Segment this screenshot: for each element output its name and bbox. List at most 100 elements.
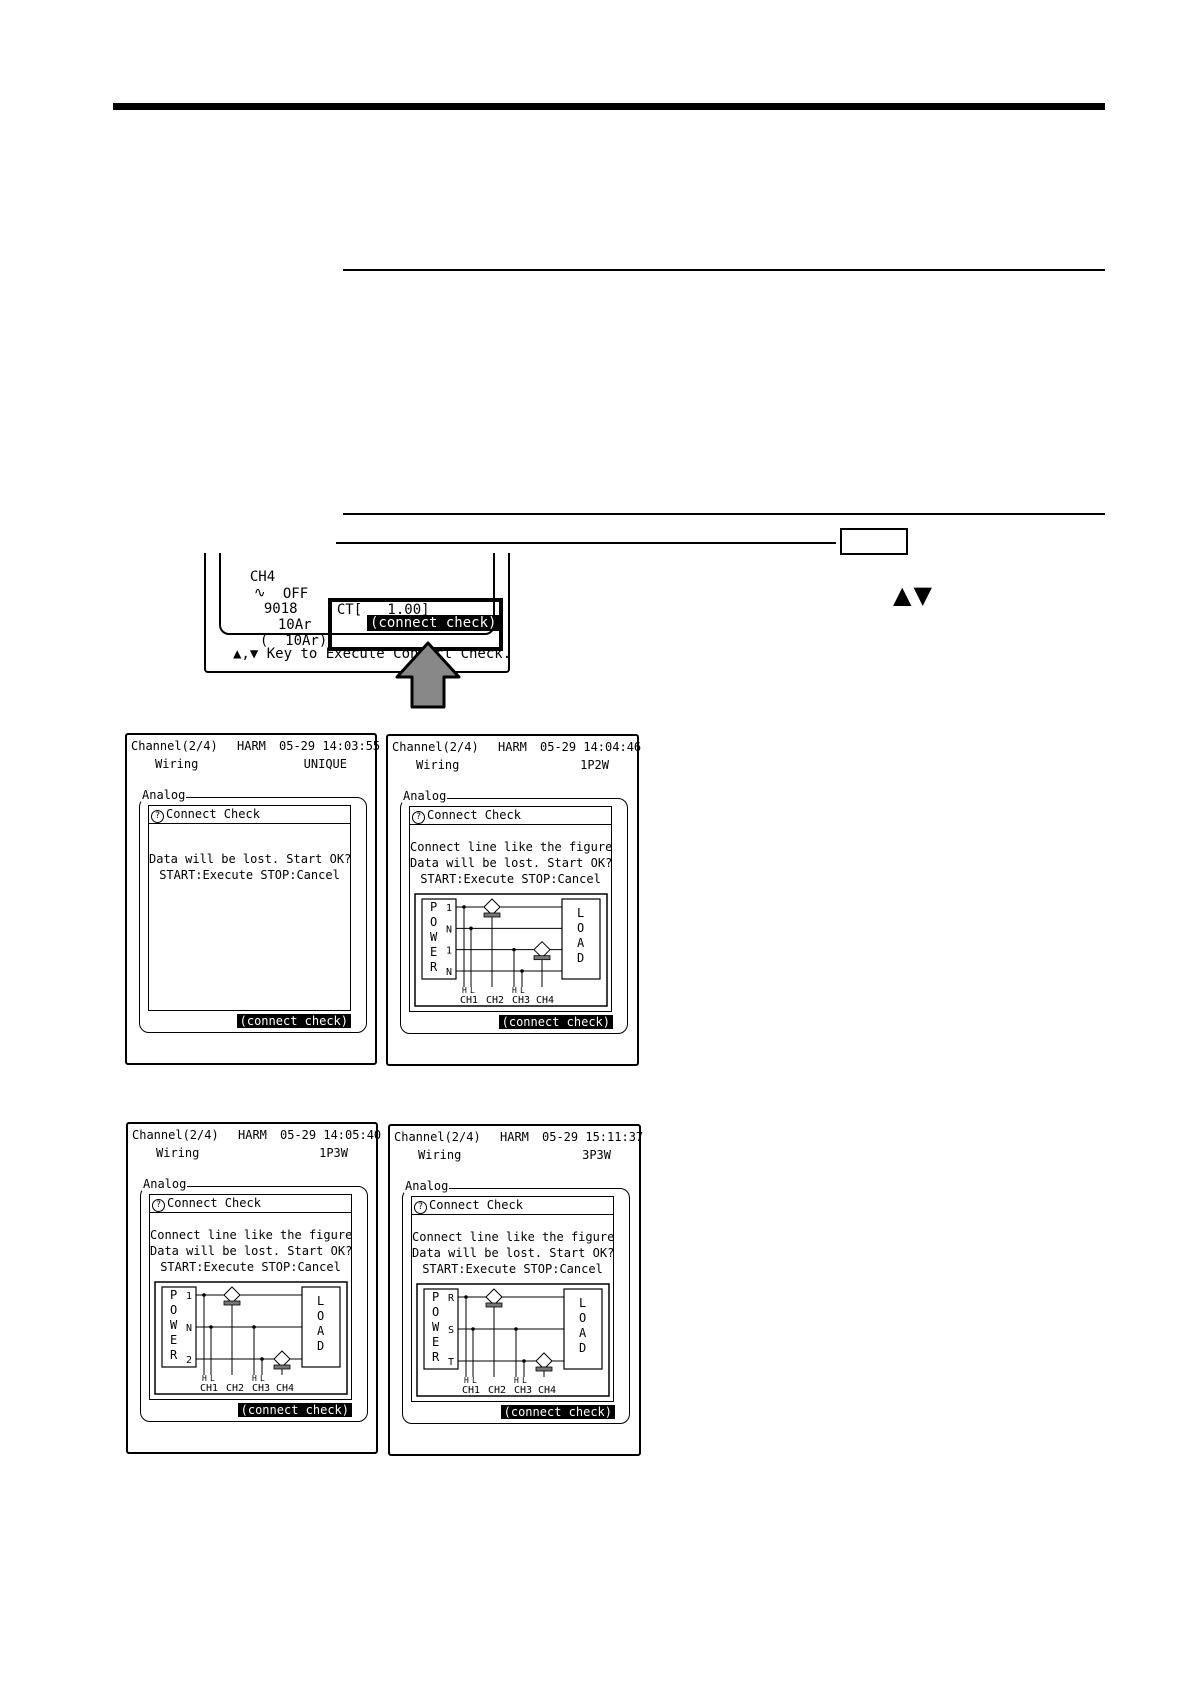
- hl-label: H: [512, 986, 517, 995]
- hl-label: L: [472, 1376, 477, 1385]
- mode-label: HARM: [498, 740, 527, 754]
- hl-label: H: [514, 1376, 519, 1385]
- tap-dot: [512, 947, 516, 952]
- arrow-keys-glyph: ▲▼: [893, 581, 934, 609]
- line-label: 1: [446, 903, 452, 914]
- tap-dot: [462, 905, 466, 909]
- dialog-message: Data will be lost. Start OK?: [410, 856, 613, 870]
- key-placeholder-box: [840, 528, 908, 555]
- clamp-jaw: [483, 912, 501, 918]
- line-label: R: [448, 1293, 455, 1304]
- dialog-message: START:Execute STOP:Cancel: [160, 1260, 341, 1274]
- dialog-title: Connect Check: [429, 1198, 523, 1212]
- power-letter: O: [432, 1305, 439, 1319]
- analog-frame: [139, 797, 367, 1033]
- load-letter: D: [317, 1339, 324, 1353]
- load-letter: D: [577, 951, 584, 965]
- up-arrow-icon: [395, 641, 461, 709]
- connect-check-button[interactable]: (connect check): [236, 1014, 351, 1028]
- analog-frame: [140, 1186, 368, 1422]
- clamp-jaw: [223, 1300, 241, 1306]
- top-connect-check-button[interactable]: (connect check): [367, 615, 500, 631]
- power-letter: O: [430, 915, 437, 929]
- channel-page-label: Channel(2/4): [392, 740, 479, 754]
- section-rule-bottom: [343, 513, 1105, 515]
- hl-label: L: [522, 1376, 527, 1385]
- channel-tag: CH3: [514, 1385, 532, 1396]
- hl-label: L: [210, 1374, 215, 1383]
- analog-label: Analog: [142, 1177, 188, 1191]
- channel-tag: CH3: [512, 995, 530, 1006]
- channel-page-label: Channel(2/4): [131, 739, 218, 753]
- wiring-value: UNIQUE: [303, 757, 347, 771]
- dialog-message: Connect line like the figure: [412, 1230, 615, 1244]
- hl-label: L: [260, 1374, 265, 1383]
- line-label: 1: [186, 1291, 192, 1302]
- power-letter: R: [430, 960, 438, 974]
- channel-page-label: Channel(2/4): [394, 1130, 481, 1144]
- tap-dot: [209, 1325, 213, 1329]
- load-letter: L: [579, 1296, 586, 1310]
- load-letter: O: [579, 1311, 586, 1325]
- line-label: S: [448, 1325, 454, 1336]
- dialog-message: START:Execute STOP:Cancel: [420, 872, 601, 886]
- analog-label: Analog: [141, 788, 187, 802]
- power-letter: E: [430, 945, 437, 959]
- connect-check-button[interactable]: (connect check): [237, 1403, 352, 1417]
- wiring-label: Wiring: [416, 758, 460, 772]
- question-icon: ?: [414, 1201, 427, 1214]
- mode-label: HARM: [500, 1130, 529, 1144]
- hl-label: L: [470, 986, 475, 995]
- connect-check-button[interactable]: (connect check): [500, 1405, 615, 1419]
- highlight-box: [328, 598, 503, 651]
- channel-tag: CH1: [460, 995, 478, 1006]
- wiring-value: 1P3W: [319, 1146, 348, 1160]
- dialog-message: Connect line like the figure: [150, 1228, 353, 1242]
- datetime-label: 05-29 15:11:37: [542, 1130, 644, 1144]
- wiring-label: Wiring: [155, 757, 199, 771]
- ct-value: CT[ 1.00]: [336, 602, 430, 618]
- load-box: [561, 898, 601, 980]
- channel-tag: CH2: [486, 995, 504, 1006]
- section-rule-top: [343, 269, 1105, 271]
- question-icon: ?: [152, 1199, 165, 1212]
- power-letter: E: [432, 1335, 439, 1349]
- channel-tag: CH4: [536, 995, 554, 1006]
- analog-frame: [400, 798, 628, 1034]
- power-letter: W: [170, 1318, 178, 1332]
- load-letter: L: [577, 906, 584, 920]
- line-label: 1: [446, 946, 452, 957]
- wiring-value: 3P3W: [582, 1148, 611, 1162]
- power-box: [421, 898, 457, 980]
- dialog-title: Connect Check: [166, 807, 260, 821]
- top-screen-line1: CH4 ∿ 9018 10Ar ( 10Ar): [233, 553, 327, 649]
- tap-dot: [252, 1325, 256, 1329]
- top-thick-rule: [113, 103, 1105, 110]
- tap-dot: [469, 926, 473, 931]
- channel-tag: CH2: [226, 1383, 244, 1394]
- dialog-message: START:Execute STOP:Cancel: [422, 1262, 603, 1276]
- tap-dot: [464, 1295, 468, 1299]
- clamp-jaw: [273, 1364, 291, 1370]
- power-letter: P: [170, 1288, 177, 1302]
- load-letter: L: [317, 1294, 324, 1308]
- channel-tag: CH4: [538, 1385, 556, 1396]
- clamp-jaw: [535, 1366, 553, 1372]
- tap-dot: [514, 1327, 518, 1331]
- connect-check-button[interactable]: (connect check): [498, 1015, 613, 1029]
- power-letter: W: [430, 930, 438, 944]
- analog-label: Analog: [402, 789, 448, 803]
- channel-tag: CH4: [276, 1383, 294, 1394]
- load-box: [563, 1288, 603, 1370]
- datetime-label: 05-29 14:03:55: [279, 739, 381, 753]
- tap-dot: [202, 1293, 206, 1297]
- dialog-message: Data will be lost. Start OK?: [149, 852, 352, 866]
- power-letter: W: [432, 1320, 440, 1334]
- hl-label: L: [520, 986, 525, 995]
